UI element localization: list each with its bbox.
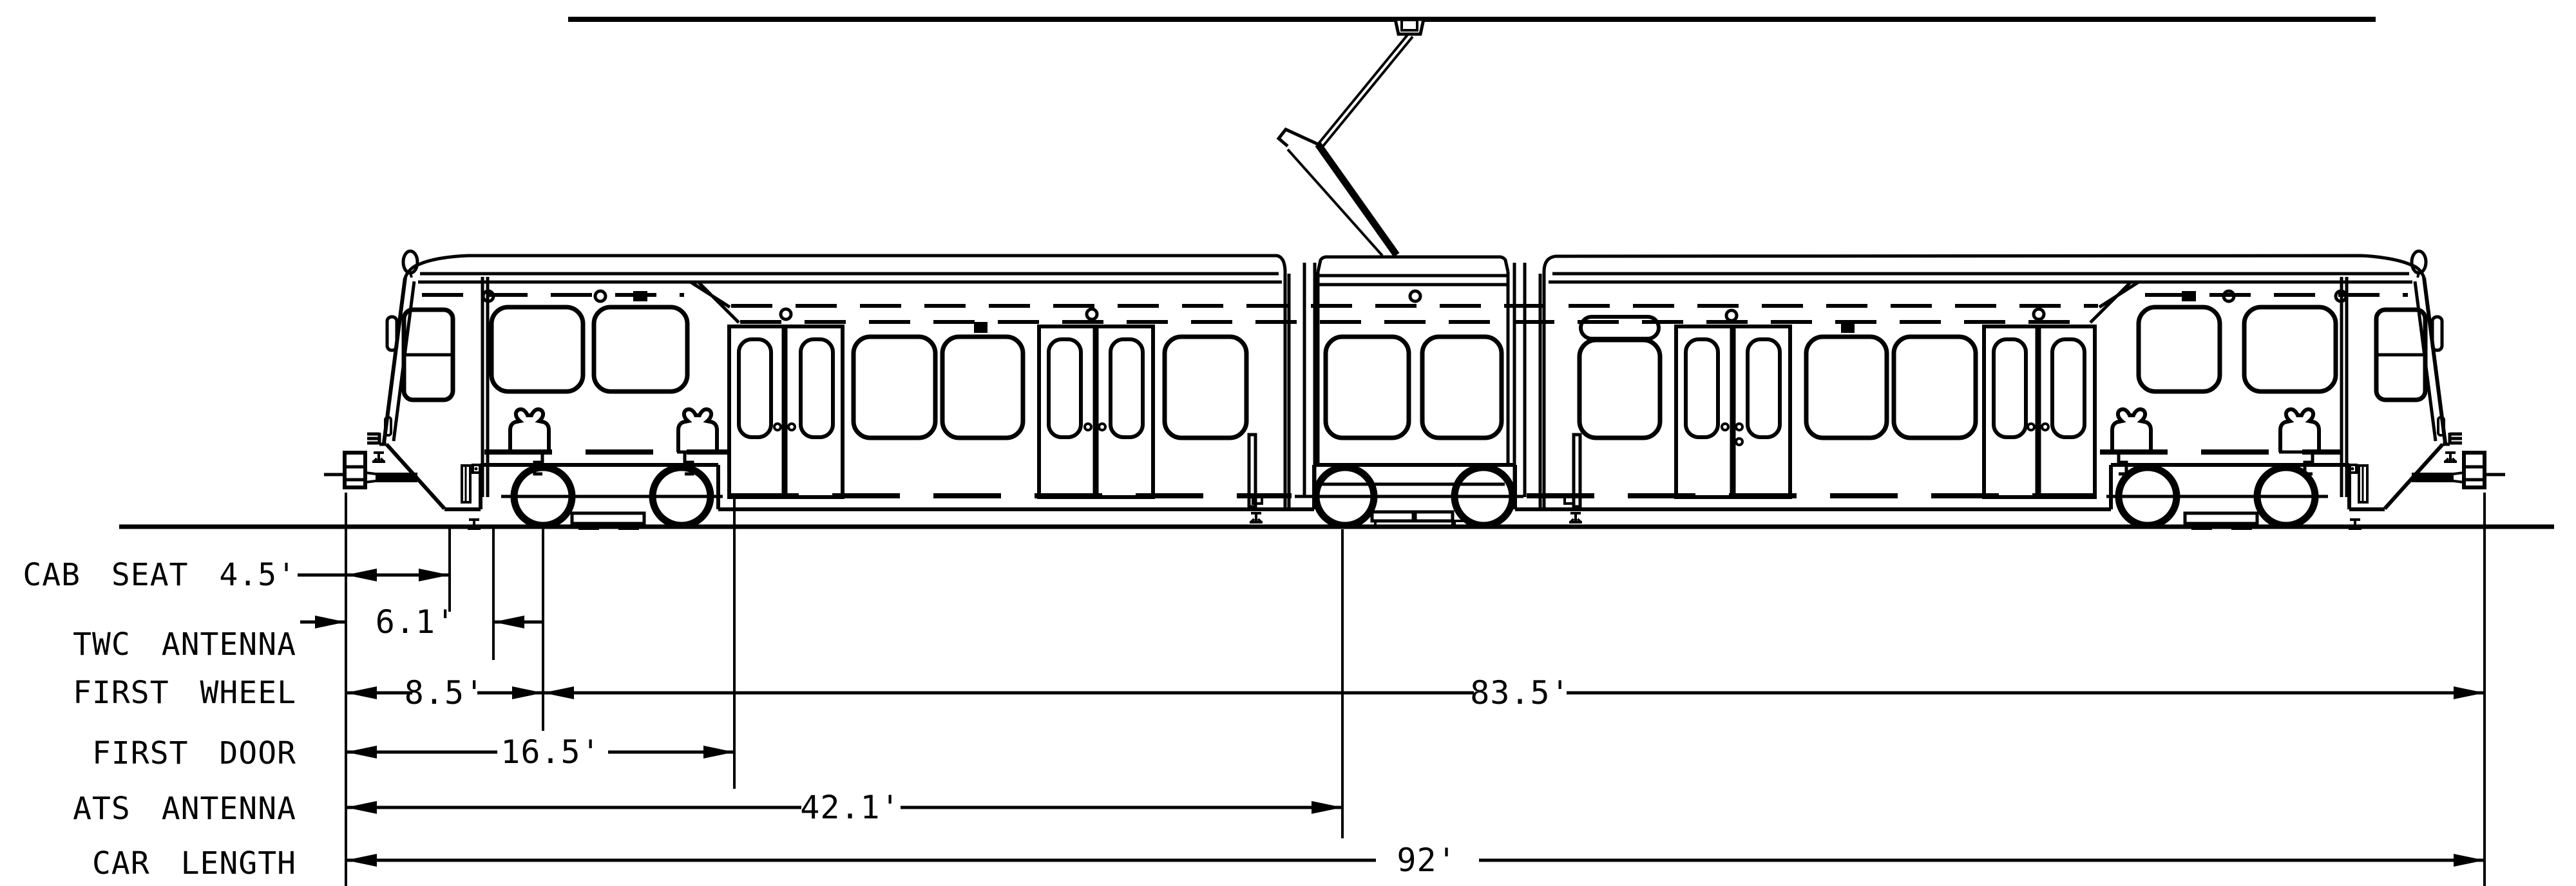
row-label: CAB SEAT 4.5' bbox=[23, 557, 296, 593]
window bbox=[1420, 334, 1504, 440]
dim-value: 42.1' bbox=[800, 789, 901, 826]
window bbox=[1162, 334, 1249, 440]
dimension-extension-lines bbox=[345, 493, 2486, 886]
wiper-icon bbox=[2430, 315, 2444, 352]
mud-flap bbox=[1247, 433, 1257, 509]
pantograph-icon bbox=[1276, 17, 1426, 258]
door-4 bbox=[1982, 325, 2097, 499]
dim-value: 8.5' bbox=[405, 674, 484, 712]
handle-slot-icon bbox=[384, 416, 392, 437]
jack-symbol-icon bbox=[2443, 451, 2458, 463]
roof-box-icon bbox=[633, 291, 647, 301]
roof-box-icon bbox=[1841, 322, 1855, 333]
dim-value: 83.5' bbox=[1470, 674, 1570, 712]
row-label: FIRST WHEEL bbox=[73, 675, 296, 711]
cab-antenna-icon bbox=[401, 249, 419, 278]
vent-rings bbox=[481, 289, 2348, 323]
row-label: CAR LENGTH bbox=[92, 845, 296, 881]
jack-symbol-icon bbox=[1248, 512, 1264, 523]
twc-antenna-icon bbox=[461, 464, 481, 504]
roof-box-icon bbox=[974, 322, 987, 333]
row-label: FIRST DOOR bbox=[92, 735, 296, 771]
mud-flap bbox=[1572, 433, 1582, 509]
window bbox=[851, 334, 938, 440]
dim-value: 92' bbox=[1397, 842, 1456, 879]
handle-slot-icon bbox=[2437, 416, 2445, 437]
roof-box-icon bbox=[2182, 291, 2196, 301]
window bbox=[1804, 334, 1889, 440]
dim-value: 16.5' bbox=[501, 733, 601, 771]
dimension-values: 6.1' 8.5' 83.5' 16.5' 42.1' 92' bbox=[376, 603, 1570, 879]
window bbox=[1323, 334, 1411, 440]
door-3 bbox=[1674, 325, 1792, 499]
articulation-bellows bbox=[1302, 263, 1527, 497]
jack-symbol-icon bbox=[1568, 512, 1583, 523]
window bbox=[2136, 305, 2222, 394]
dimension-labels: CAB SEAT 4.5' TWC ANTENNA FIRST WHEEL FI… bbox=[23, 557, 296, 881]
row-label: TWC ANTENNA bbox=[73, 627, 296, 663]
row-label: ATS ANTENNA bbox=[73, 791, 296, 827]
roof-conduits bbox=[422, 289, 2408, 333]
center-section bbox=[1302, 255, 1527, 497]
door-2 bbox=[1037, 325, 1155, 499]
dim-value: 6.1' bbox=[376, 603, 455, 641]
b-car-body bbox=[1538, 249, 2462, 509]
twc-antenna-icon bbox=[2348, 464, 2369, 504]
window bbox=[1891, 334, 1978, 440]
cab-antenna-icon bbox=[2410, 249, 2428, 278]
a-car-body bbox=[367, 249, 1291, 509]
window bbox=[2242, 305, 2338, 394]
window bbox=[489, 305, 586, 394]
wiper-icon bbox=[385, 315, 399, 352]
jack-symbol-icon bbox=[371, 451, 386, 463]
window bbox=[591, 305, 690, 394]
window bbox=[1577, 337, 1663, 440]
dimension-lines bbox=[298, 569, 2485, 867]
window bbox=[940, 334, 1026, 440]
front-coupler bbox=[324, 451, 417, 489]
rear-coupler bbox=[2412, 451, 2505, 489]
door-1 bbox=[727, 325, 844, 499]
